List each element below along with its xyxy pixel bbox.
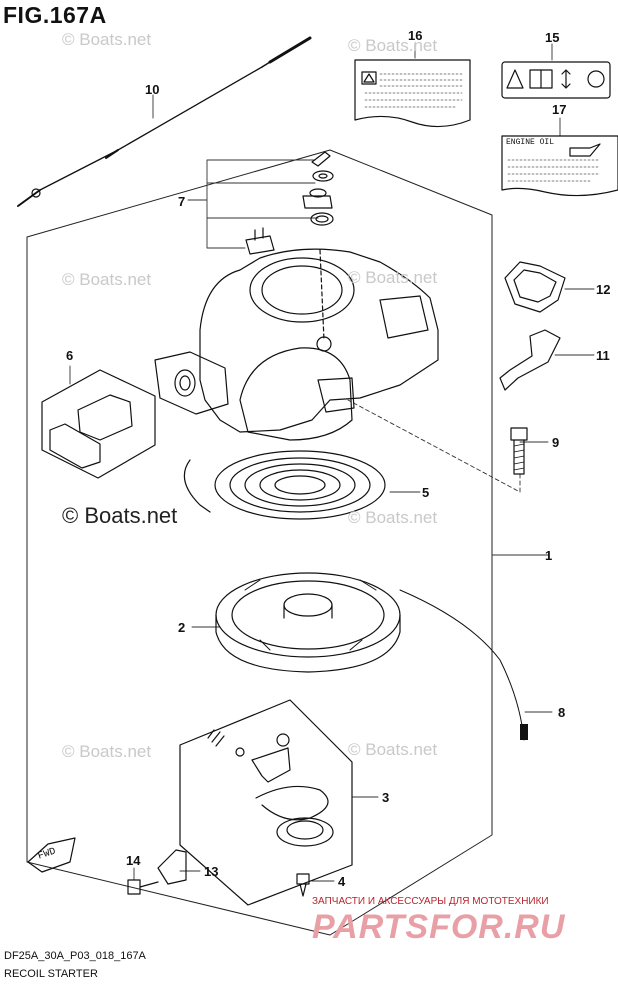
- callout-4: 4: [338, 874, 346, 889]
- ratchet-small-parts: [245, 151, 334, 255]
- figure-caption: RECOIL STARTER: [4, 968, 98, 980]
- ratchet-kit-part: [179, 699, 353, 906]
- callout-16: 16: [408, 28, 423, 43]
- bolt-part: [510, 427, 528, 475]
- watermark: © Boats.net: [348, 508, 438, 527]
- fwd-arrow-icon: [27, 837, 76, 873]
- figure-title: FIG.167A: [3, 2, 107, 28]
- callout-13: 13: [204, 864, 219, 879]
- warning-label-part: [354, 59, 471, 128]
- brand-logo: PARTSFOR.RU: [312, 908, 566, 946]
- watermark: © Boats.net: [62, 30, 152, 49]
- watermark-large: © Boats.net: [62, 503, 178, 528]
- grip-parts: [499, 261, 566, 391]
- engine-oil-label-part: [501, 135, 618, 197]
- leader-7: [187, 159, 319, 249]
- recoil-spring-part: [183, 450, 386, 520]
- callout-6: 6: [66, 348, 74, 363]
- callout-7: 7: [178, 194, 186, 209]
- callout-12: 12: [596, 282, 611, 297]
- callout-11: 11: [596, 348, 610, 363]
- callout-14: 14: [126, 853, 141, 868]
- screw-part: [296, 873, 310, 897]
- starter-rope-part: [399, 589, 525, 741]
- cable-bracket-part: [127, 849, 187, 895]
- watermark: © Boats.net: [62, 742, 152, 761]
- callout-17: 17: [552, 102, 567, 117]
- watermark: © Boats.net: [348, 268, 438, 287]
- leader-9b: [347, 399, 521, 493]
- callout-8: 8: [558, 705, 566, 720]
- callout-9: 9: [552, 435, 560, 450]
- brand-tagline: ЗАПЧАСТИ И АКСЕССУАРЫ ДЛЯ МОТОТЕХНИКИ: [312, 896, 549, 907]
- reel-part: [215, 572, 401, 673]
- callout-3: 3: [382, 790, 390, 805]
- starter-cable-part: [17, 36, 312, 207]
- assembly-frame: [26, 149, 493, 936]
- caution-icon-label-part: [501, 61, 611, 99]
- callout-2: 2: [178, 620, 186, 635]
- starter-handle-part: [41, 369, 156, 479]
- watermark: © Boats.net: [62, 270, 152, 289]
- watermark: © Boats.net: [348, 36, 438, 55]
- callout-5: 5: [422, 485, 430, 500]
- engine-oil-text: ENGINE OIL: [506, 138, 555, 147]
- callout-10: 10: [145, 82, 160, 97]
- callout-1: 1: [545, 548, 553, 563]
- callout-15: 15: [545, 30, 560, 45]
- figure-code: DF25A_30A_P03_018_167A: [4, 950, 146, 962]
- starter-case-part: [154, 248, 439, 441]
- watermark: © Boats.net: [348, 740, 438, 759]
